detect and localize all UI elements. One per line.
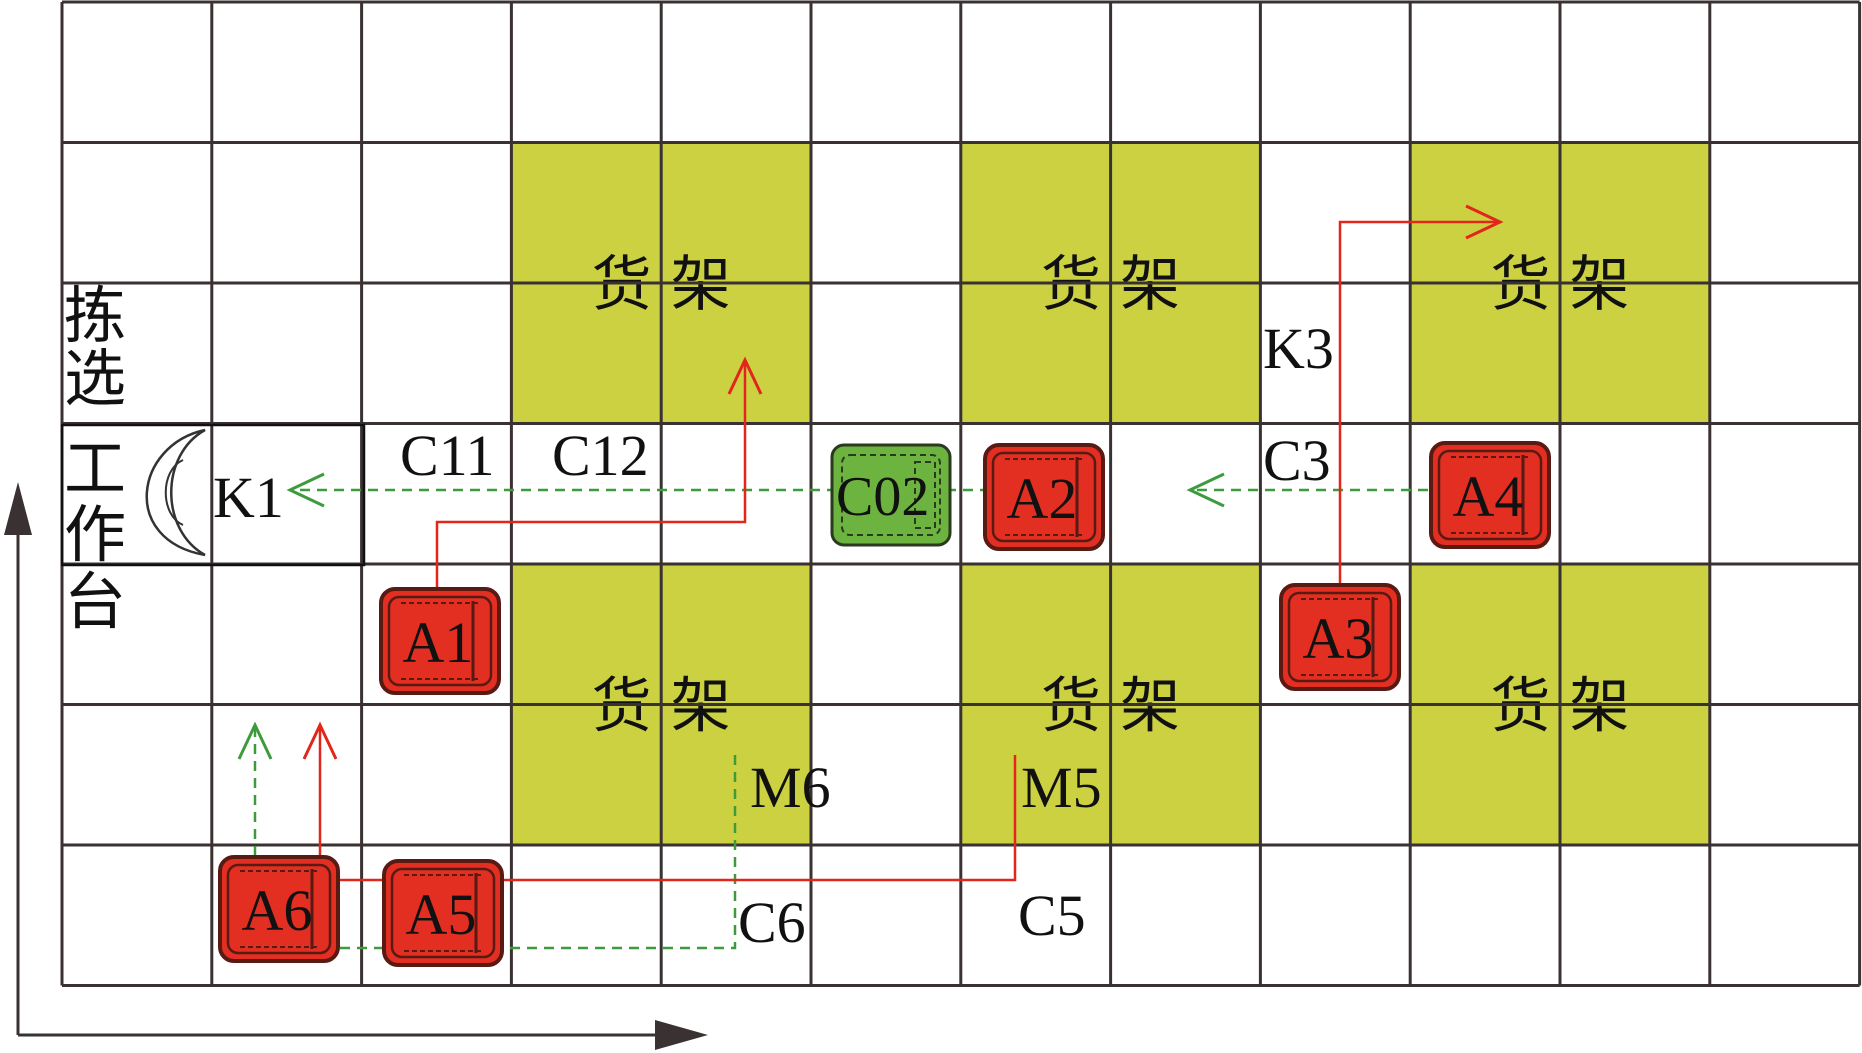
robot-body (382, 859, 504, 967)
label-C02: C02 (836, 466, 929, 528)
label-C6: C6 (738, 890, 806, 955)
position-labels: K1 K3 C11 C12 C3 C5 C6 M5 M6 C02 (213, 316, 1334, 955)
y-axis-arrowhead (4, 482, 32, 535)
workstation-char-3: 工 (64, 432, 126, 505)
workstation-char-4: 作 (64, 498, 126, 571)
label-M5: M5 (1021, 755, 1102, 820)
coordinate-axes (4, 482, 708, 1050)
robot-label: A2 (1007, 466, 1078, 531)
robot-A6[interactable]: A6 (218, 855, 340, 963)
workstation-area (60, 423, 366, 567)
workstation-char-1: 拣 (64, 279, 126, 352)
cargo-C02[interactable] (830, 443, 952, 547)
label-M6: M6 (750, 755, 831, 820)
robot-A4[interactable]: A4 (1429, 441, 1551, 549)
workstation-label: 拣 选 工 作 台 (64, 279, 126, 638)
robot-A3[interactable]: A3 (1279, 583, 1401, 691)
robot-body (1279, 583, 1401, 691)
picking-station-icon (145, 428, 206, 557)
robot-body (983, 443, 1105, 551)
robot-inner-frame (226, 863, 332, 955)
robot-inner-frame (1437, 449, 1543, 541)
path-A3-to-shelf (1338, 204, 1504, 588)
robot-inner-frame (387, 595, 493, 687)
robot-A5[interactable]: A5 (382, 859, 504, 967)
robot-body (1429, 441, 1551, 549)
robot-body (379, 587, 501, 695)
robot-inner-frame (390, 867, 496, 959)
label-K3: K3 (1263, 316, 1334, 381)
path-M5-to-A6 (302, 721, 1017, 882)
robot-inner-frame (991, 451, 1097, 543)
path-A1-to-shelf (435, 356, 763, 590)
label-C3: C3 (1263, 428, 1331, 493)
robot-label: A5 (406, 882, 477, 947)
label-C12: C12 (552, 423, 649, 488)
label-C11: C11 (400, 423, 495, 488)
label-C5: C5 (1018, 883, 1086, 948)
robot-label: A1 (403, 610, 474, 675)
robot-inner-frame (1287, 591, 1393, 683)
robot-label: A6 (242, 878, 313, 943)
workstation-char-2: 选 (64, 342, 126, 415)
grid-lines (60, 0, 1862, 987)
robot-A1[interactable]: A1 (379, 587, 501, 695)
robot-label: A4 (1453, 464, 1524, 529)
robot-label: A3 (1303, 606, 1374, 671)
red-paths (302, 204, 1504, 882)
x-axis-arrowhead (655, 1020, 708, 1050)
label-K1: K1 (213, 465, 284, 530)
workstation-char-5: 台 (64, 565, 126, 638)
robot-A2[interactable]: A2 (983, 443, 1105, 551)
robot-body (218, 855, 340, 963)
